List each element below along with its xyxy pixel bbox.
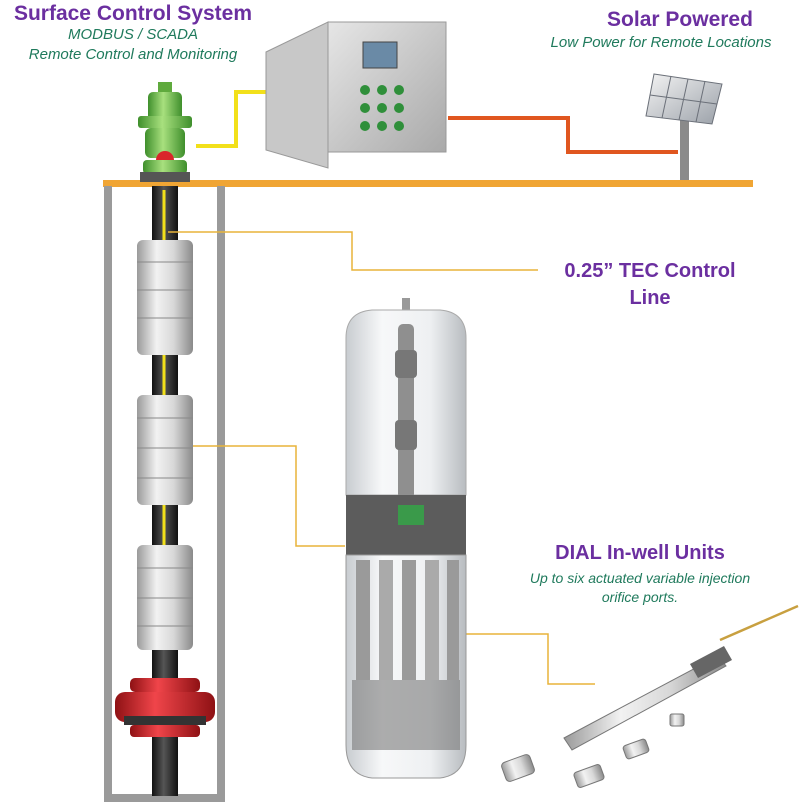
tec-label-line2: Line [629,287,671,309]
tec-label-line1: 0.25” TEC Control [564,260,736,282]
solar-subtitle: Low Power for Remote Locations [550,34,772,51]
surface-control-line1: MODBUS / SCADA [67,26,199,43]
leader-lines [168,231,595,685]
dial-line2: orifice ports. [601,589,679,605]
dial-mandrel-2 [137,395,193,505]
ground-surface [103,180,753,187]
injection-valve-icon [501,604,799,788]
dial-mandrel-3 [137,545,193,650]
packer-icon [115,678,215,737]
control-panel-icon [265,21,447,169]
surface-control-title: Surface Control System [13,2,253,25]
solar-title: Solar Powered [607,8,753,31]
dial-line1: Up to six actuated variable injection [529,570,751,586]
well-casing [104,186,225,802]
dial-cutaway-icon [345,298,467,779]
solar-panel-icon [645,73,723,180]
surface-control-cable [196,90,266,148]
wellhead-icon [138,82,192,182]
solar-cable [448,116,678,154]
dial-title: DIAL In-well Units [555,542,725,564]
dial-mandrel-1 [137,240,193,355]
surface-control-line2: Remote Control and Monitoring [28,46,238,63]
